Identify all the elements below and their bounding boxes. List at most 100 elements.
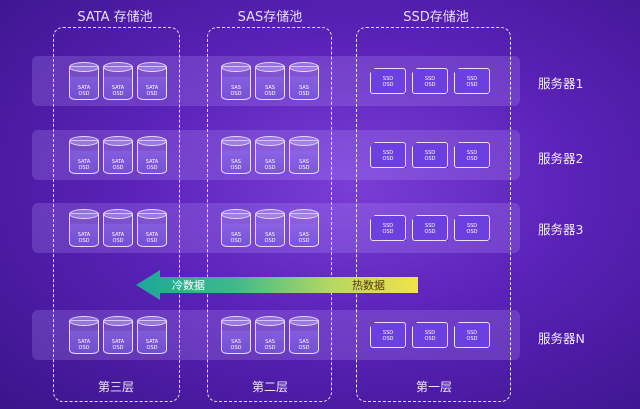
disk-label: OSD bbox=[112, 91, 124, 97]
disk-label: SSD bbox=[382, 223, 394, 229]
pool-title-sas: SAS存储池 bbox=[237, 10, 303, 25]
disk-label: OSD bbox=[146, 238, 158, 244]
disk-label: OSD bbox=[112, 345, 124, 351]
disk-label: SATA bbox=[111, 85, 125, 91]
disk-label: SAS bbox=[231, 232, 241, 238]
disk-label: OSD bbox=[264, 345, 276, 351]
disk-label: OSD bbox=[298, 165, 310, 171]
tier-label-first: 第一层 bbox=[415, 380, 452, 394]
disk-label: SSD bbox=[424, 150, 436, 156]
data-flow-arrow bbox=[136, 270, 418, 300]
disk-label: SATA bbox=[111, 232, 125, 238]
disk-label: SAS bbox=[265, 85, 275, 91]
disk-label: SAS bbox=[265, 159, 275, 165]
disk-label: OSD bbox=[382, 229, 394, 235]
disk-label: SATA bbox=[111, 159, 125, 165]
disk-label: SATA bbox=[77, 232, 91, 238]
pool-box-ssd bbox=[356, 27, 511, 402]
server-label-3: 服务器3 bbox=[538, 222, 584, 237]
server-label-n: 服务器N bbox=[538, 331, 585, 346]
disk-label: OSD bbox=[424, 82, 436, 88]
disk-label: SSD bbox=[424, 223, 436, 229]
disk-label: OSD bbox=[146, 165, 158, 171]
hot-data-label: 热数据 bbox=[352, 279, 385, 292]
disk-label: OSD bbox=[264, 238, 276, 244]
disk-label: SSD bbox=[466, 150, 478, 156]
disk-label: SAS bbox=[231, 159, 241, 165]
disk-label: OSD bbox=[382, 336, 394, 342]
disk-label: SAS bbox=[299, 159, 309, 165]
disk-label: OSD bbox=[466, 156, 478, 162]
disk-label: SSD bbox=[382, 150, 394, 156]
disk-label: SATA bbox=[111, 339, 125, 345]
disk-label: OSD bbox=[424, 229, 436, 235]
disk-label: OSD bbox=[298, 345, 310, 351]
disk-label: OSD bbox=[466, 82, 478, 88]
pool-title-ssd: SSD存储池 bbox=[403, 10, 469, 25]
disk-label: SSD bbox=[466, 223, 478, 229]
tier-label-third: 第三层 bbox=[97, 380, 134, 394]
cold-data-label: 冷数据 bbox=[172, 279, 205, 292]
disk-label: OSD bbox=[424, 336, 436, 342]
disk-label: SAS bbox=[299, 232, 309, 238]
disk-label: OSD bbox=[264, 91, 276, 97]
disk-label: OSD bbox=[230, 165, 242, 171]
disk-label: SSD bbox=[466, 76, 478, 82]
disk-label: SSD bbox=[424, 330, 436, 336]
disk-label: SSD bbox=[424, 76, 436, 82]
disk-label: SATA bbox=[77, 339, 91, 345]
pool-box-sata bbox=[53, 27, 180, 402]
pool-box-sas bbox=[207, 27, 332, 402]
disk-label: OSD bbox=[78, 165, 90, 171]
disk-label: OSD bbox=[146, 345, 158, 351]
disk-label: OSD bbox=[424, 156, 436, 162]
disk-label: OSD bbox=[146, 91, 158, 97]
disk-label: OSD bbox=[112, 165, 124, 171]
pool-title-sata: SATA 存储池 bbox=[77, 10, 153, 25]
disk-label: OSD bbox=[230, 91, 242, 97]
disk-label: SATA bbox=[145, 232, 159, 238]
disk-label: SSD bbox=[382, 330, 394, 336]
disk-label: OSD bbox=[230, 238, 242, 244]
disk-label: OSD bbox=[78, 345, 90, 351]
